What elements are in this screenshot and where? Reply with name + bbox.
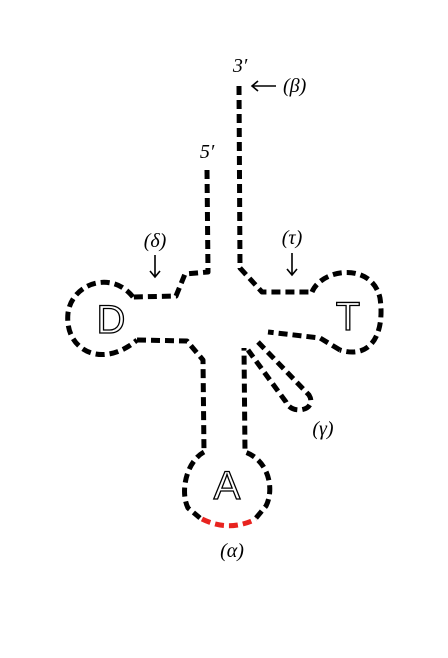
delta-label: (δ) xyxy=(144,230,167,252)
gamma-label: (γ) xyxy=(312,418,334,440)
anticodon-arm xyxy=(182,347,273,520)
variable-loop xyxy=(245,340,314,413)
d-loop xyxy=(65,279,139,358)
beta-arrow xyxy=(250,80,276,92)
five-prime-label: 5′ xyxy=(200,141,215,163)
tau-arrow xyxy=(286,253,298,277)
beta-label: (β) xyxy=(283,75,307,97)
a-loop-letter: A xyxy=(214,464,241,508)
three-prime-strand xyxy=(236,85,312,295)
anticodon-highlight xyxy=(200,516,258,529)
t-loop-letter: T xyxy=(336,295,360,339)
t-loop xyxy=(309,270,384,355)
d-loop-letter: D xyxy=(97,298,126,342)
three-prime-label: 3′ xyxy=(232,55,248,77)
t-arm-lower xyxy=(267,329,342,353)
delta-arrow xyxy=(149,255,161,279)
tau-label: (τ) xyxy=(282,227,303,249)
alpha-label: (α) xyxy=(220,540,244,562)
d-arm-lower xyxy=(136,337,207,453)
